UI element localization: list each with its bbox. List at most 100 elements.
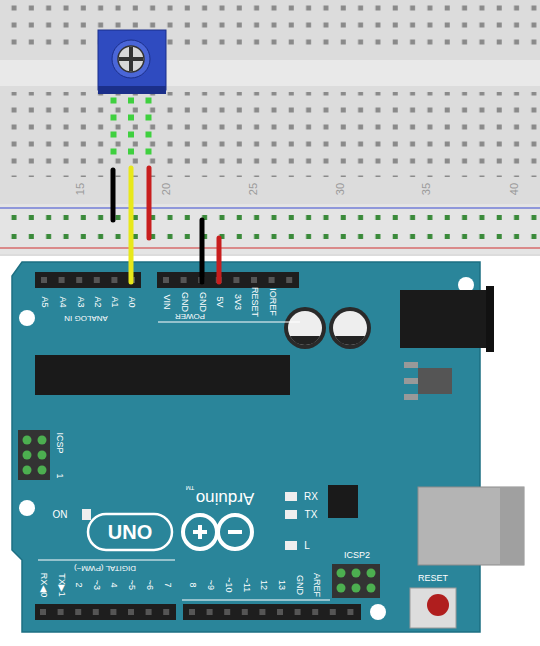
pin-label: GND [180,292,189,312]
pin [163,609,169,615]
pin [189,609,195,615]
pin [94,277,100,283]
pin-label: 13 [277,580,286,590]
pin-label: ICSP2 [344,551,370,560]
pin-label: A0 [127,296,136,307]
column-number: 25 [248,183,259,195]
pin [269,277,275,283]
pin [352,584,361,593]
pin-label: ~9 [206,580,215,590]
column-number: 30 [335,183,346,195]
breadboard [0,0,540,256]
capacitor [284,307,371,349]
uno-logo [88,514,252,550]
pin-label: GND [295,575,304,595]
active-holes [111,98,152,155]
pin-label: ANALOG IN [64,314,108,322]
voltage-regulator [404,362,452,400]
pin [146,609,152,615]
wire-black [111,170,116,220]
wire-black [200,220,205,282]
pin [76,277,82,283]
pin-label: RX◀0 [39,573,48,597]
power-rail [0,204,540,254]
pin [23,466,32,475]
pin [337,569,346,578]
hole-rows [0,92,540,177]
pin-label: ~10 [224,577,233,592]
pin [58,609,64,615]
pin-label: 3V3 [233,294,242,310]
microcontroller [35,355,290,395]
reset-button [410,588,456,628]
pin-label: RESET [418,574,448,583]
pin-label: ~3 [92,580,101,590]
pin-label: UNO [108,522,152,542]
pin [181,277,187,283]
column-number: 20 [161,183,172,195]
pin-label: 8 [188,582,197,587]
rail-holes [0,208,540,246]
wire-red [147,168,152,238]
pin-label: TX▶1 [57,573,66,596]
pin [111,277,117,283]
icsp-pins [23,436,376,593]
led [82,492,297,550]
pin-label: ON [53,510,68,520]
pin [259,609,265,615]
pin-label: IOREF [268,288,277,316]
pin-label: A4 [58,296,67,307]
pin-label: 4 [109,582,118,587]
pin [286,277,292,283]
pin-label: TX [305,510,318,520]
pin-label: ~5 [127,580,136,590]
pin [242,609,248,615]
pin-label: VIN [162,294,171,309]
pin [347,609,353,615]
pin [251,277,257,283]
pin-label: 5V [215,296,224,307]
pin-label: AREF [312,573,321,597]
hole-rows [0,5,540,52]
silk-lines [38,322,330,600]
rail-line-red [0,247,540,248]
pin-label: 7 [163,582,172,587]
pin-label: A3 [76,296,85,307]
pin [277,609,283,615]
pin-label: GND [198,292,207,312]
pin [40,609,46,615]
pin [41,277,47,283]
column-number: 40 [509,183,520,195]
usb-chip [328,485,358,518]
pin-label: ~11 [242,578,251,593]
pin [337,584,346,593]
pin [163,277,169,283]
pin [295,609,301,615]
pin [75,609,81,615]
pin [38,451,47,460]
wire-red [217,238,222,282]
pin [312,609,318,615]
pin-label: ~6 [145,580,154,590]
usb-port [418,487,524,565]
pin-label: Arduino [196,490,255,507]
pin-label: 2 [74,582,83,587]
pin-label: RX [304,492,318,502]
pin-label: ICSP [55,432,64,453]
pin-label: TM [186,485,195,491]
icsp-header [18,430,380,598]
pin [23,451,32,460]
pin-label: L [304,541,310,551]
pin [23,436,32,445]
column-number: 15 [75,183,86,195]
pin [38,466,47,475]
pin [224,609,230,615]
pin [110,609,116,615]
wires [113,168,219,282]
pin [367,569,376,578]
pin [352,569,361,578]
pin-label: 1 [55,473,64,478]
column-number: 35 [421,183,432,195]
